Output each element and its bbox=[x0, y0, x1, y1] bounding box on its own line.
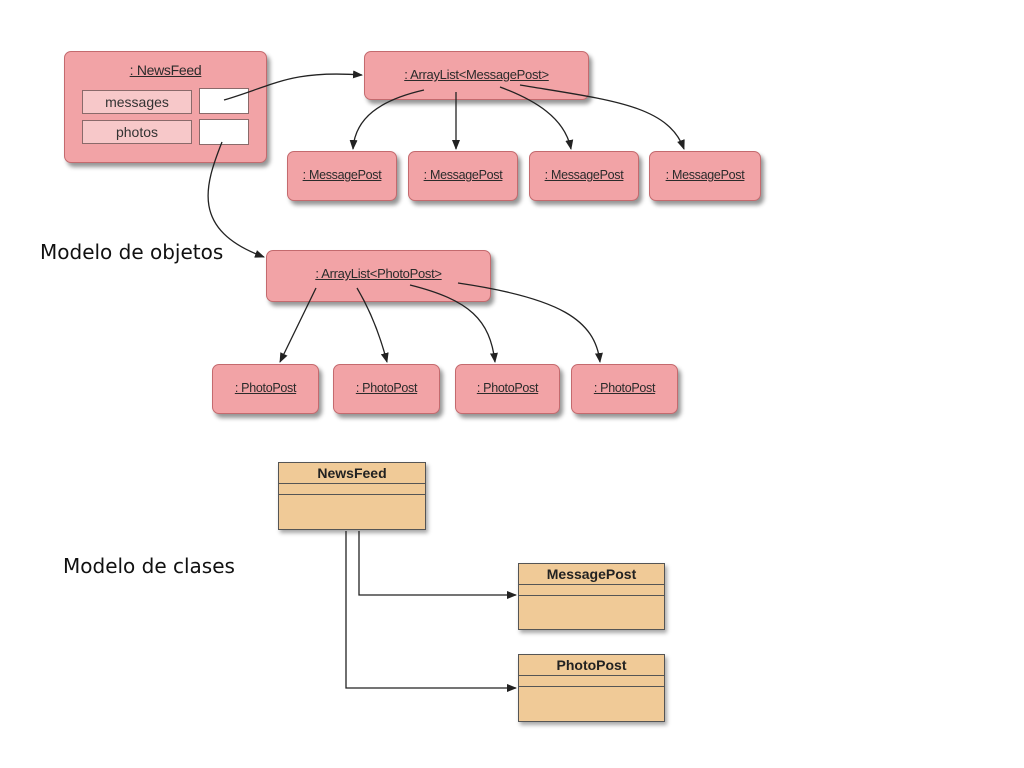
photos-field-label: photos bbox=[82, 120, 192, 144]
messagepost-object: : MessagePost bbox=[649, 151, 761, 201]
photopost-object-name: : PhotoPost bbox=[476, 381, 539, 395]
photopost-class: PhotoPost bbox=[518, 654, 665, 722]
photopost-object-name: : PhotoPost bbox=[355, 381, 418, 395]
arraylist-photopost-object: : ArrayList<PhotoPost> bbox=[266, 250, 491, 302]
newsfeed-class-attributes bbox=[279, 484, 425, 495]
photos-field-slot bbox=[199, 119, 249, 145]
messagepost-object-name: : MessagePost bbox=[544, 168, 624, 182]
messagepost-object: : MessagePost bbox=[287, 151, 397, 201]
photopost-object: : PhotoPost bbox=[333, 364, 440, 414]
newsfeed-messagepost-association bbox=[358, 531, 517, 599]
messagepost-object-name: : MessagePost bbox=[665, 168, 745, 182]
class-model-label: Modelo de clases bbox=[63, 554, 235, 578]
messagepost-object-name: : MessagePost bbox=[302, 168, 382, 182]
messages-field-label: messages bbox=[82, 90, 192, 114]
arraylist-photopost-name: : ArrayList<PhotoPost> bbox=[315, 266, 442, 281]
messagepost-object: : MessagePost bbox=[529, 151, 639, 201]
newsfeed-class: NewsFeed bbox=[278, 462, 426, 530]
photopost-object: : PhotoPost bbox=[455, 364, 560, 414]
messagepost-class-name: MessagePost bbox=[519, 564, 664, 585]
photopost-object: : PhotoPost bbox=[212, 364, 319, 414]
messagepost-object: : MessagePost bbox=[408, 151, 518, 201]
newsfeed-object: : NewsFeed messages photos bbox=[64, 51, 267, 163]
messages-field-slot bbox=[199, 88, 249, 114]
messagepost-object-name: : MessagePost bbox=[423, 168, 503, 182]
newsfeed-object-name: : NewsFeed bbox=[129, 62, 202, 78]
newsfeed-class-name: NewsFeed bbox=[279, 463, 425, 484]
messagepost-class: MessagePost bbox=[518, 563, 665, 630]
photopost-class-attributes bbox=[519, 676, 664, 687]
object-model-label: Modelo de objetos bbox=[40, 240, 224, 264]
messagepost-class-attributes bbox=[519, 585, 664, 596]
photopost-object-name: : PhotoPost bbox=[234, 381, 297, 395]
photopost-class-name: PhotoPost bbox=[519, 655, 664, 676]
photopost-object-name: : PhotoPost bbox=[593, 381, 656, 395]
arraylist-messagepost-object: : ArrayList<MessagePost> bbox=[364, 51, 589, 100]
newsfeed-photopost-association bbox=[345, 531, 517, 692]
photopost-object: : PhotoPost bbox=[571, 364, 678, 414]
arraylist-messagepost-name: : ArrayList<MessagePost> bbox=[404, 67, 549, 82]
